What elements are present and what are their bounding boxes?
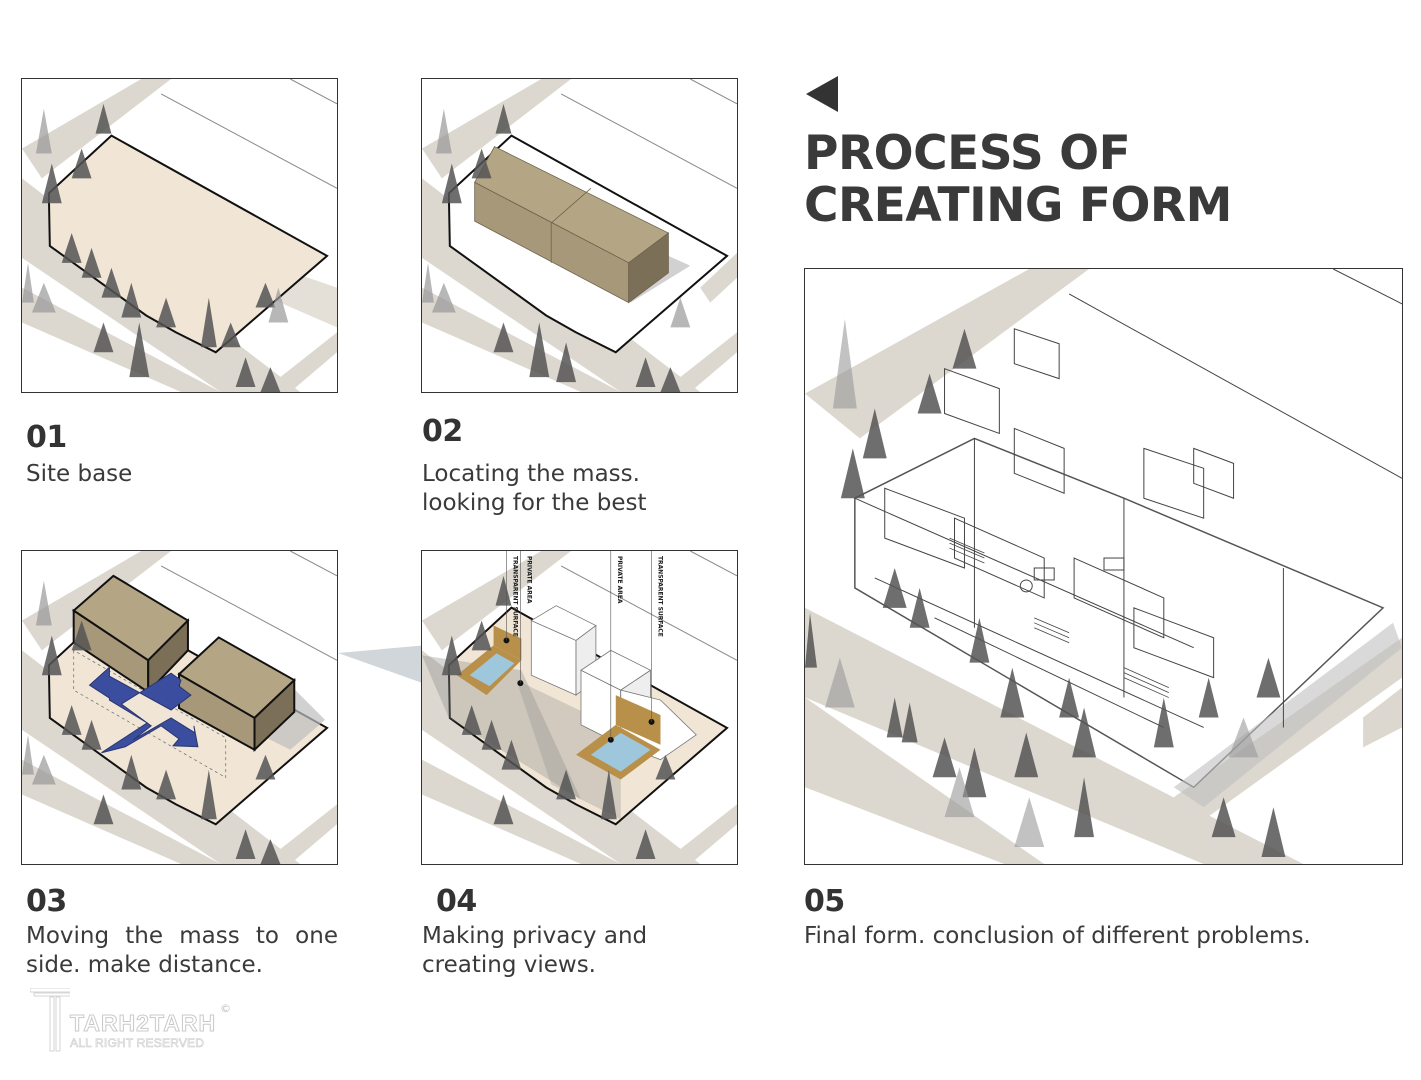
step-number-01: 01 — [26, 420, 67, 455]
step-description-01: Site base — [26, 461, 133, 487]
locating-mass-drawing — [422, 79, 737, 392]
step-number-02: 02 — [422, 414, 463, 449]
logo-wordmark: TARH2TARH — [69, 1010, 217, 1037]
pool-1 — [469, 653, 515, 687]
privacy-views-drawing: TRANSPARENT SURFACE PRIVATE AREA PRIVATE… — [422, 551, 737, 864]
label-transparent-surface-2: TRANSPARENT SURFACE — [656, 556, 663, 637]
back-triangle-icon[interactable] — [806, 76, 838, 112]
diagram-privacy-views: TRANSPARENT SURFACE PRIVATE AREA PRIVATE… — [421, 550, 738, 865]
diagram-moving-mass — [21, 550, 338, 865]
logo-tagline: ALL RIGHT RESERVED — [70, 1036, 205, 1051]
path-strip — [280, 332, 337, 392]
step-number-03: 03 — [26, 884, 67, 919]
tarh2tarh-logo: TARH2TARH © ALL RIGHT RESERVED — [30, 988, 240, 1054]
label-transparent-surface-1: TRANSPARENT SURFACE — [511, 556, 518, 637]
moving-mass-drawing — [22, 551, 337, 864]
step-description-02: Locating the mass. looking for the best — [422, 461, 647, 516]
step-description-04: Making privacy and creating views. — [422, 923, 648, 978]
diagram-final-form — [804, 268, 1403, 865]
lot-line — [290, 79, 337, 105]
path-strip — [22, 79, 172, 179]
building-shadow — [1173, 622, 1402, 808]
faded-trees — [824, 318, 1259, 848]
view-cone — [422, 655, 581, 800]
path-strip — [22, 287, 221, 392]
trees — [41, 103, 281, 392]
label-private-area-2: PRIVATE AREA — [616, 556, 623, 604]
step-number-05: 05 — [804, 884, 845, 919]
pool-2 — [590, 732, 651, 772]
faded-trees — [22, 108, 289, 323]
copyright-icon: © — [220, 1002, 231, 1015]
mass-side — [628, 232, 669, 304]
view-cone-connector — [338, 645, 428, 685]
stair-hatching — [949, 537, 1169, 698]
label-private-area-1: PRIVATE AREA — [525, 556, 532, 604]
diagram-locating-mass — [421, 78, 738, 393]
step-number-04: 04 — [436, 884, 477, 919]
pillar-icon — [30, 988, 70, 1052]
path-strip — [22, 148, 301, 392]
building-linework — [854, 328, 1284, 728]
final-form-drawing — [805, 269, 1402, 864]
step-description-03: Moving the mass to one side. make distan… — [26, 923, 338, 978]
original-footprint — [73, 649, 227, 779]
trees — [805, 328, 1286, 858]
directional-arrows-icon — [88, 666, 199, 754]
page-title: PROCESS OF CREATING FORM — [804, 126, 1232, 233]
lot-line — [160, 93, 337, 189]
site-base-drawing — [22, 79, 337, 392]
diagram-site-base — [21, 78, 338, 393]
step-description-05: Final form. conclusion of different prob… — [804, 923, 1311, 949]
view-cone — [516, 680, 621, 820]
